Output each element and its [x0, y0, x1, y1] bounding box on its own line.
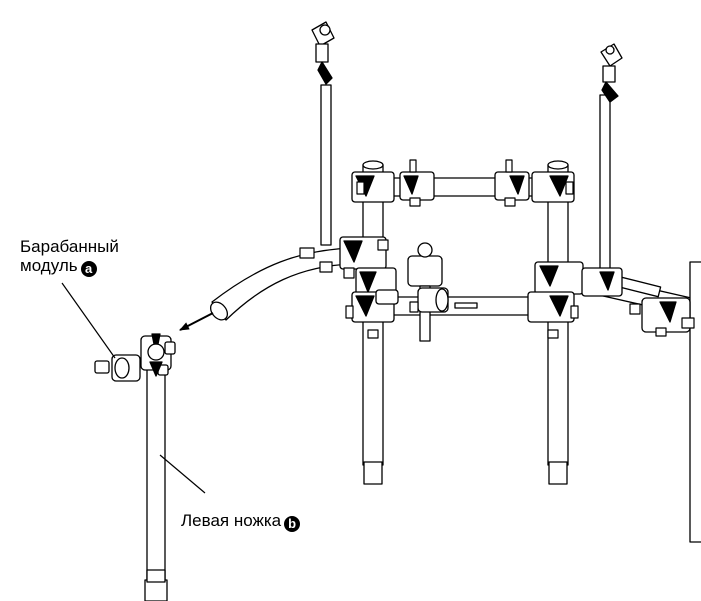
leg-leader-line [159, 454, 206, 494]
badge-a: a [80, 261, 97, 277]
knobs [299, 159, 695, 339]
right-cymbal-arm [599, 43, 623, 276]
clamp-right-top [494, 171, 575, 203]
left-leg [144, 365, 168, 601]
left-cymbal-arm [311, 21, 335, 246]
badge-b: b [284, 516, 301, 532]
clamp-left-mid [339, 236, 397, 299]
far-right-clamp [641, 297, 691, 333]
direction-arrow [179, 312, 214, 331]
far-right-leg [689, 261, 701, 543]
center-module-clamp [375, 242, 449, 342]
drum-module-label-line2: модуль [20, 256, 78, 275]
module-leader-line [61, 282, 116, 359]
left-leg-label-text: Левая ножка [181, 511, 282, 530]
drum-module-label-line1: Барабанный [20, 237, 119, 256]
curved-arm [211, 247, 353, 321]
clamp-right-low [527, 291, 575, 323]
drum-module-clamp [94, 333, 176, 382]
